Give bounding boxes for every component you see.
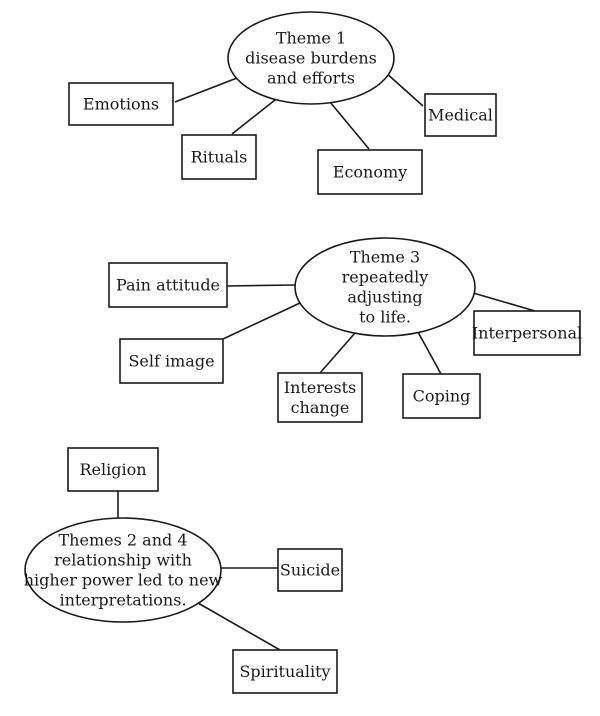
node-coping bbox=[402, 373, 481, 419]
node-suicide-text-line: Suicide bbox=[280, 561, 340, 580]
node-pain-attitude bbox=[108, 262, 228, 308]
center-node-themes-2-and-4-text-line: relationship with bbox=[54, 551, 192, 570]
connector-theme-3-interests-change bbox=[319, 332, 356, 374]
connector-themes-2-and-4-spirituality bbox=[197, 602, 281, 651]
node-medical bbox=[424, 93, 497, 137]
node-coping-text-line: Coping bbox=[413, 387, 471, 406]
node-pain-attitude-text-line: Pain attitude bbox=[116, 276, 220, 295]
connector-theme-3-coping bbox=[417, 331, 442, 375]
center-node-theme-3-text-line: repeatedly bbox=[342, 268, 429, 287]
node-interests-change-text-line: change bbox=[291, 398, 350, 417]
center-node-theme-1 bbox=[227, 11, 395, 105]
center-node-themes-2-and-4-text-line: Themes 2 and 4 bbox=[59, 531, 188, 550]
connector-theme-1-rituals bbox=[231, 95, 281, 135]
center-node-theme-1-text-line: disease burdens bbox=[245, 49, 377, 68]
center-node-theme-1-text-line: Theme 1 bbox=[276, 29, 346, 48]
center-node-theme-3-text-line: Theme 3 bbox=[350, 248, 420, 267]
node-spirituality bbox=[232, 649, 338, 694]
node-religion bbox=[67, 447, 159, 492]
node-interpersonal bbox=[473, 310, 581, 356]
node-suicide bbox=[277, 548, 343, 592]
node-emotions bbox=[68, 82, 174, 126]
connector-theme-1-emotions bbox=[174, 77, 238, 103]
center-node-theme-3 bbox=[294, 237, 476, 337]
node-self-image bbox=[119, 338, 224, 384]
node-economy bbox=[317, 149, 423, 195]
connector-theme-3-self-image bbox=[222, 302, 301, 340]
node-rituals bbox=[181, 134, 257, 180]
node-spirituality-text-line: Spirituality bbox=[239, 662, 330, 681]
node-interests-change-text-line: Interests bbox=[284, 378, 357, 397]
node-medical-text-line: Medical bbox=[428, 106, 493, 125]
center-node-themes-2-and-4-text-line: higher power led to new bbox=[24, 571, 223, 590]
node-rituals-text-line: Rituals bbox=[191, 148, 248, 167]
center-node-theme-3-text-line: adjusting bbox=[347, 288, 422, 307]
node-emotions-text-line: Emotions bbox=[83, 95, 159, 114]
node-self-image-text-line: Self image bbox=[128, 352, 214, 371]
connector-theme-3-pain-attitude bbox=[226, 284, 296, 287]
node-religion-text-line: Religion bbox=[79, 460, 146, 479]
center-node-theme-1-text-line: and efforts bbox=[267, 69, 355, 88]
node-interpersonal-text-line: Interpersonal bbox=[472, 324, 582, 343]
center-node-theme-3-text-line: to life. bbox=[359, 308, 411, 327]
center-node-themes-2-and-4 bbox=[24, 517, 222, 623]
center-node-themes-2-and-4-text-line: interpretations. bbox=[59, 591, 186, 610]
node-interests-change bbox=[277, 372, 363, 423]
node-economy-text-line: Economy bbox=[333, 163, 407, 182]
connector-theme-1-economy bbox=[329, 101, 370, 150]
connector-theme-1-medical bbox=[384, 71, 424, 107]
